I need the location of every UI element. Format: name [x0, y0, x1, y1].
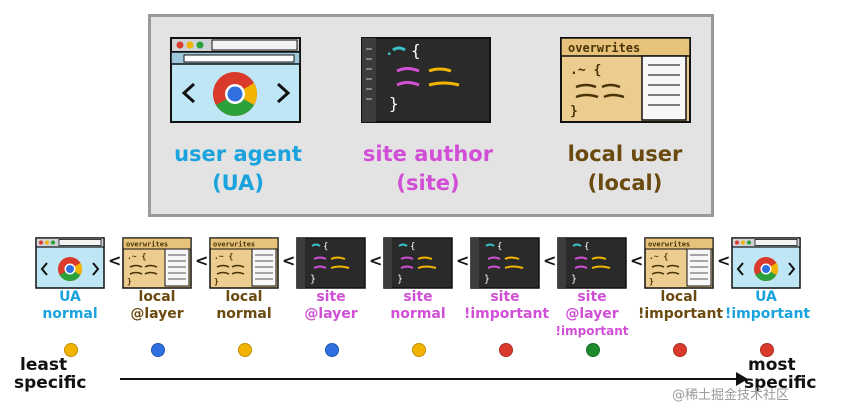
- svg-text:{: {: [323, 242, 328, 252]
- cascade-item-label-1: local: [660, 289, 698, 305]
- cascade-item: UA!important: [725, 237, 811, 323]
- least-specific-label: least specific: [14, 356, 86, 392]
- svg-text:}: }: [214, 277, 219, 286]
- least-line2: specific: [14, 373, 87, 393]
- svg-text:overwrites: overwrites: [213, 241, 255, 249]
- less-than-arrow-icon: <: [717, 251, 731, 270]
- most-specific-label: most specific: [744, 356, 816, 392]
- cascade-item: {}site@layer: [290, 237, 372, 323]
- svg-text:}: }: [649, 277, 654, 286]
- less-than-arrow-icon: <: [630, 251, 644, 270]
- source-site-label-2: (site): [396, 171, 460, 195]
- cascade-item-label-2: normal: [42, 306, 98, 322]
- most-line2: specific: [744, 373, 817, 393]
- svg-text:{: {: [410, 242, 415, 252]
- cascade-item-label-2: @layer: [304, 306, 358, 322]
- cascade-item-label-2: !important: [638, 306, 724, 322]
- code-editor-icon: . { }: [361, 37, 491, 123]
- cascade-dot: [412, 343, 426, 357]
- source-ua-label-2: (UA): [212, 171, 264, 195]
- cascade-item-label-2: !important: [464, 306, 550, 322]
- svg-text:.~ {: .~ {: [127, 252, 146, 261]
- cascade-dot: [586, 343, 600, 357]
- most-line1: most: [748, 355, 796, 375]
- overwrites-stylesheet-icon: overwrites .~ { }: [560, 37, 691, 123]
- svg-text:.: .: [385, 43, 393, 59]
- axis-arrowhead-icon: [736, 372, 748, 386]
- browser-icon: [731, 237, 801, 289]
- svg-text:}: }: [310, 274, 316, 285]
- svg-text:overwrites: overwrites: [648, 241, 690, 249]
- cascade-dot: [238, 343, 252, 357]
- cascade-item-label-1: site: [490, 289, 520, 305]
- cascade-item-label-1: local: [138, 289, 176, 305]
- source-local: local user (local): [545, 140, 705, 198]
- code-editor-icon: {}: [470, 237, 540, 289]
- cascade-item: {}site!important: [464, 237, 550, 323]
- svg-text:}: }: [397, 274, 403, 285]
- svg-text:.~ {: .~ {: [570, 63, 601, 78]
- cascade-dot: [151, 343, 165, 357]
- overwrites-stylesheet-icon: overwrites .~ {}: [122, 237, 192, 289]
- less-than-arrow-icon: <: [195, 251, 209, 270]
- source-ua-label-1: user agent: [174, 142, 302, 166]
- cascade-item: overwrites .~ {} local@layer: [116, 237, 198, 323]
- cascade-dot: [499, 343, 513, 357]
- less-than-arrow-icon: <: [456, 251, 470, 270]
- cascade-item-label-2: @layer: [130, 306, 184, 322]
- cascade-item-label-1: site: [577, 289, 607, 305]
- svg-text:}: }: [571, 274, 577, 285]
- cascade-item-label-1: UA: [755, 289, 777, 305]
- cascade-item: {}site@layer !important: [551, 237, 633, 340]
- source-ua: user agent (UA): [158, 140, 318, 198]
- specificity-axis: [120, 378, 740, 380]
- less-than-arrow-icon: <: [108, 251, 122, 270]
- cascade-item-label-2: normal: [390, 306, 446, 322]
- cascade-item-label-2: normal: [216, 306, 272, 322]
- code-editor-icon: {}: [296, 237, 366, 289]
- source-site: site author (site): [348, 140, 508, 198]
- less-than-arrow-icon: <: [369, 251, 383, 270]
- cascade-item-label-1: site: [403, 289, 433, 305]
- svg-text:{: {: [497, 242, 502, 252]
- cascade-item-label-1: UA: [59, 289, 81, 305]
- watermark: @稀土掘金技术社区: [672, 388, 790, 403]
- cascade-dot: [64, 343, 78, 357]
- cascade-item: overwrites .~ {} local!important: [638, 237, 724, 323]
- svg-text:.~ {: .~ {: [214, 252, 233, 261]
- cascade-item-label-2: @layer: [565, 306, 619, 322]
- cascade-item-label-1: local: [225, 289, 263, 305]
- source-local-label-1: local user: [567, 142, 683, 166]
- code-editor-icon: {}: [383, 237, 453, 289]
- svg-text:{: {: [411, 41, 421, 60]
- code-editor-icon: {}: [557, 237, 627, 289]
- svg-text:.~ {: .~ {: [649, 252, 668, 261]
- svg-text:}: }: [570, 104, 578, 119]
- source-site-label-1: site author: [362, 142, 494, 166]
- browser-icon: [35, 237, 105, 289]
- cascade-item-label-1: site: [316, 289, 346, 305]
- cascade-dot: [325, 343, 339, 357]
- svg-text:}: }: [127, 277, 132, 286]
- cascade-item-label-3: !important: [555, 324, 629, 338]
- cascade-dot: [673, 343, 687, 357]
- cascade-dot: [760, 343, 774, 357]
- overwrites-label: overwrites: [568, 41, 640, 55]
- source-local-label-2: (local): [587, 171, 663, 195]
- browser-icon: [170, 37, 301, 123]
- overwrites-stylesheet-icon: overwrites .~ {}: [209, 237, 279, 289]
- less-than-arrow-icon: <: [543, 251, 557, 270]
- svg-text:}: }: [389, 94, 399, 113]
- svg-text:{: {: [584, 242, 589, 252]
- overwrites-stylesheet-icon: overwrites .~ {}: [644, 237, 714, 289]
- cascade-item-label-2: !important: [725, 306, 811, 322]
- svg-text:}: }: [484, 274, 490, 285]
- less-than-arrow-icon: <: [282, 251, 296, 270]
- least-line1: least: [20, 355, 68, 375]
- svg-text:overwrites: overwrites: [126, 241, 168, 249]
